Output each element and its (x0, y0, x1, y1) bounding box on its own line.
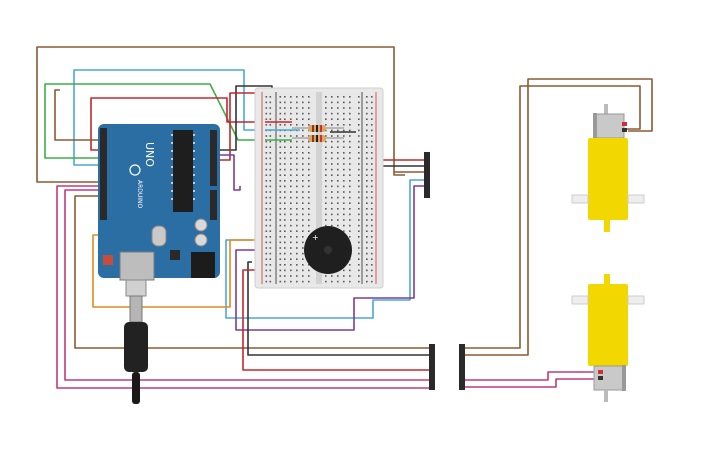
wire-brown-top-loop[interactable] (36, 46, 405, 183)
arduino-uno-board[interactable]: UNO ARDUINO (98, 124, 220, 281)
dc-barrel-plug[interactable] (124, 279, 148, 404)
center-channel (316, 92, 322, 284)
crystal (151, 225, 167, 247)
arduino-logo-icon (129, 164, 141, 176)
wire-brown-short[interactable] (54, 89, 100, 141)
wire-blue-connector-down[interactable] (225, 179, 425, 319)
usb-port (119, 251, 155, 281)
piezo-buzzer[interactable]: + (304, 226, 352, 274)
wire-red-bottom[interactable] (242, 269, 430, 371)
arduino-model-label: UNO (143, 142, 156, 167)
bottom-header-connector-right[interactable] (459, 344, 465, 390)
arduino-analog-header (210, 190, 217, 220)
arduino-brand-label: ARDUINO (136, 180, 143, 209)
wire-purple-right-header[interactable] (214, 154, 241, 191)
wire-magenta-bottom-1[interactable] (64, 189, 430, 381)
wire-brown-motor-top-1[interactable] (463, 85, 641, 349)
capacitor-2 (194, 233, 208, 247)
gear-motor-top[interactable] (571, 104, 645, 232)
wire-purple-connector-down[interactable] (235, 185, 425, 331)
buzzer-polarity-label: + (312, 233, 319, 242)
capacitor-1 (194, 218, 208, 232)
resistor-2[interactable] (292, 135, 344, 142)
motor-top-gearbox (588, 138, 628, 220)
motor-top-can (593, 113, 625, 139)
wire-magenta-motor-bottom-2[interactable] (463, 378, 604, 388)
wire-black-bottom[interactable] (247, 261, 430, 356)
right-header-connector[interactable] (424, 152, 430, 198)
wire-blue-top[interactable] (73, 69, 265, 166)
arduino-power-header (210, 130, 217, 186)
resistor-1[interactable] (292, 125, 344, 132)
voltage-regulator (170, 250, 180, 260)
wire-green-top[interactable] (44, 83, 265, 159)
motor-bottom-gearbox (588, 284, 628, 366)
power-jack (191, 252, 215, 278)
gear-motor-bottom[interactable] (571, 274, 645, 402)
wire-magenta-bottom-2[interactable] (56, 185, 430, 389)
wire-red-top[interactable] (90, 97, 265, 151)
wire-brown-bottom[interactable] (74, 195, 430, 349)
reset-button[interactable] (103, 255, 113, 265)
wire-magenta-motor-bottom-1[interactable] (463, 371, 604, 381)
arduino-digital-header (100, 128, 107, 220)
atmega-chip (173, 130, 193, 212)
bb-jumpers (265, 121, 356, 141)
wire-brown-motor-top-2[interactable] (463, 78, 653, 356)
bottom-header-connector-left[interactable] (429, 344, 435, 390)
